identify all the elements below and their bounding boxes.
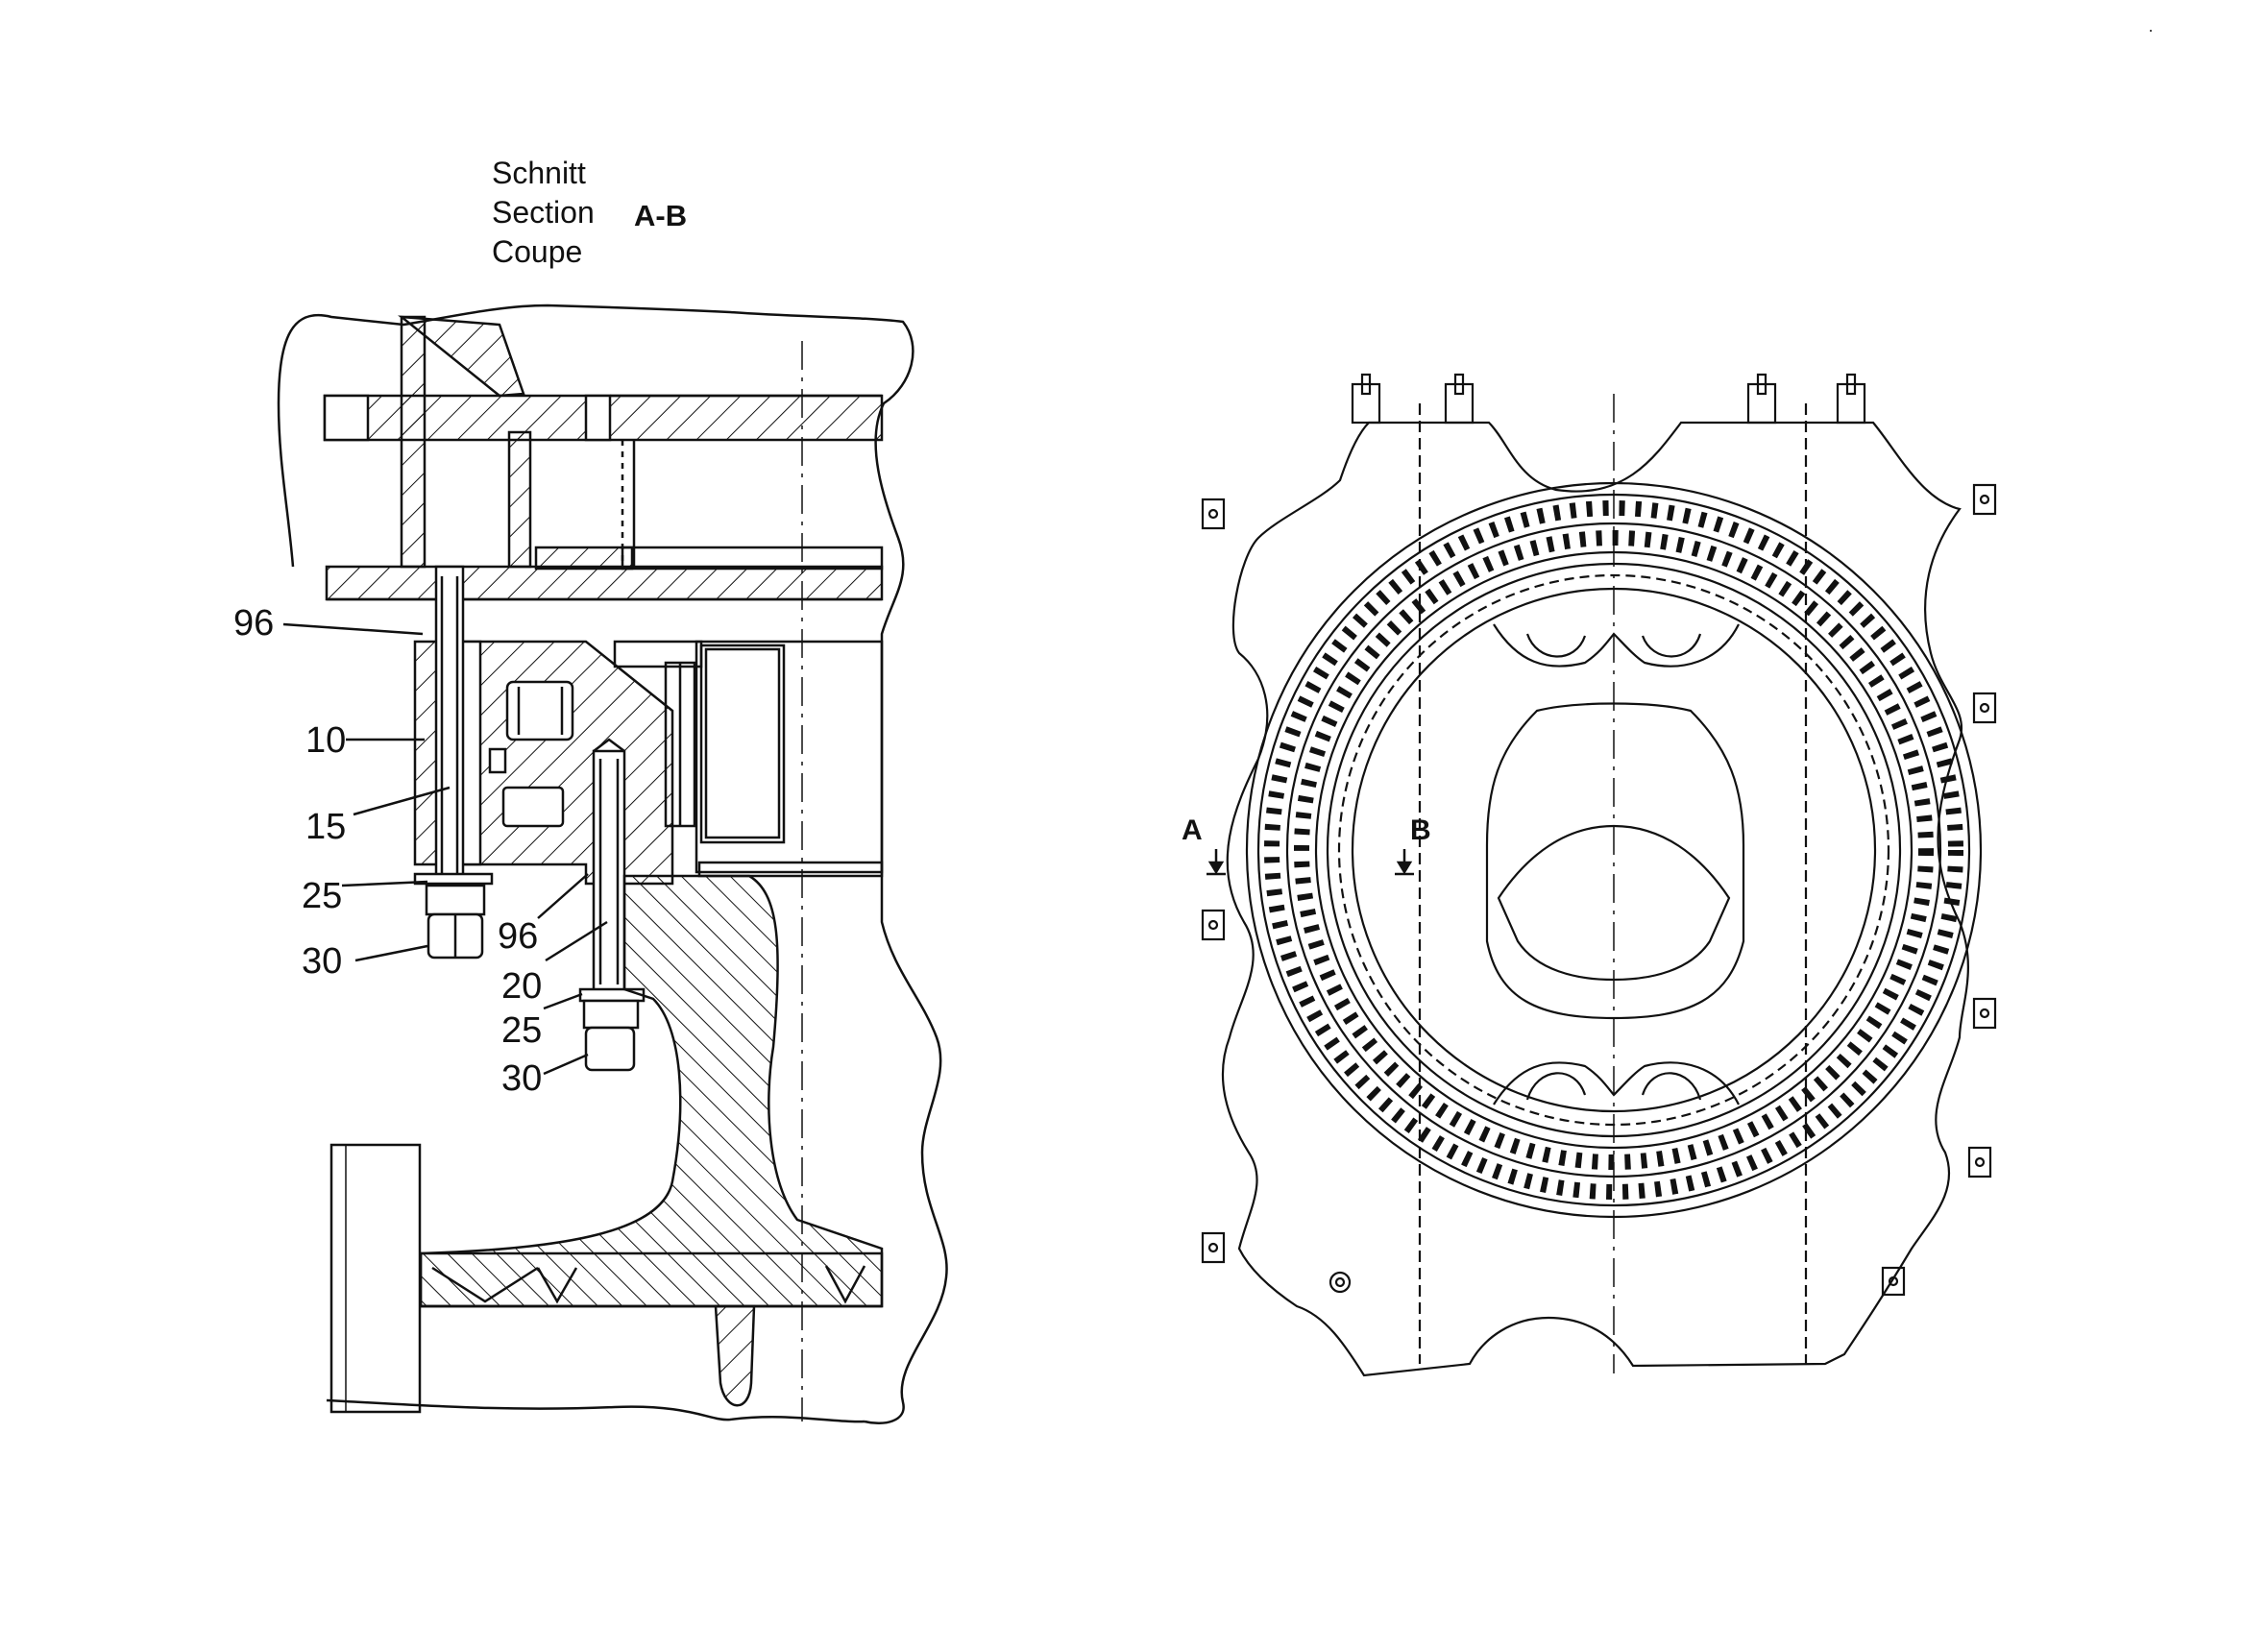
- cut-label-a: A: [1182, 814, 1203, 846]
- section-identifier: A-B: [634, 199, 688, 232]
- ring-outer: [1245, 481, 1983, 1219]
- callout-15: 15: [305, 807, 347, 847]
- bolt-15: [434, 565, 465, 886]
- callout-30-left: 30: [302, 941, 343, 982]
- callout-25-mid: 25: [501, 1010, 543, 1051]
- plan-outer-frame: [1221, 421, 1969, 1377]
- callout-20: 20: [501, 966, 543, 1007]
- section-title: Schnitt Section Coupe: [492, 154, 595, 272]
- callout-96-top: 96: [233, 603, 275, 644]
- column: [329, 1143, 422, 1414]
- bottom-break: [326, 1398, 865, 1423]
- nut-30-mid: [582, 999, 640, 1030]
- callout-10: 10: [305, 720, 347, 761]
- side-lugs: [1201, 483, 1997, 1297]
- top-lugs: [1351, 373, 1866, 425]
- title-english: Section: [492, 195, 595, 230]
- cut-label-b: B: [1410, 814, 1431, 846]
- section-view: [277, 304, 948, 1425]
- nut-30-left: [425, 884, 486, 916]
- leader-lines: [282, 622, 608, 1076]
- upper-opening: [1493, 623, 1740, 668]
- title-german: Schnitt: [492, 156, 586, 190]
- web-right: [507, 430, 532, 569]
- callout-30-mid: 30: [501, 1058, 543, 1099]
- section-markers: [1207, 849, 1414, 876]
- bolt-circle-inner: [1294, 530, 1934, 1170]
- central-opening: [1485, 702, 1745, 1020]
- carrier-body: [419, 874, 884, 1308]
- lower-key: [714, 1304, 756, 1407]
- roller-lower: [501, 786, 565, 828]
- lower-opening: [1493, 1061, 1740, 1105]
- bolt-circle-outer: [1264, 500, 1963, 1200]
- web-left: [400, 315, 427, 569]
- gearbox-housing: [695, 640, 884, 874]
- bolt-20: [592, 749, 626, 993]
- plan-view: [1201, 373, 1997, 1377]
- callout-96-mid: 96: [498, 916, 539, 957]
- callout-25-left: 25: [302, 876, 343, 916]
- title-french: Coupe: [492, 234, 583, 269]
- roller-upper: [505, 680, 574, 741]
- middle-flange: [325, 565, 884, 601]
